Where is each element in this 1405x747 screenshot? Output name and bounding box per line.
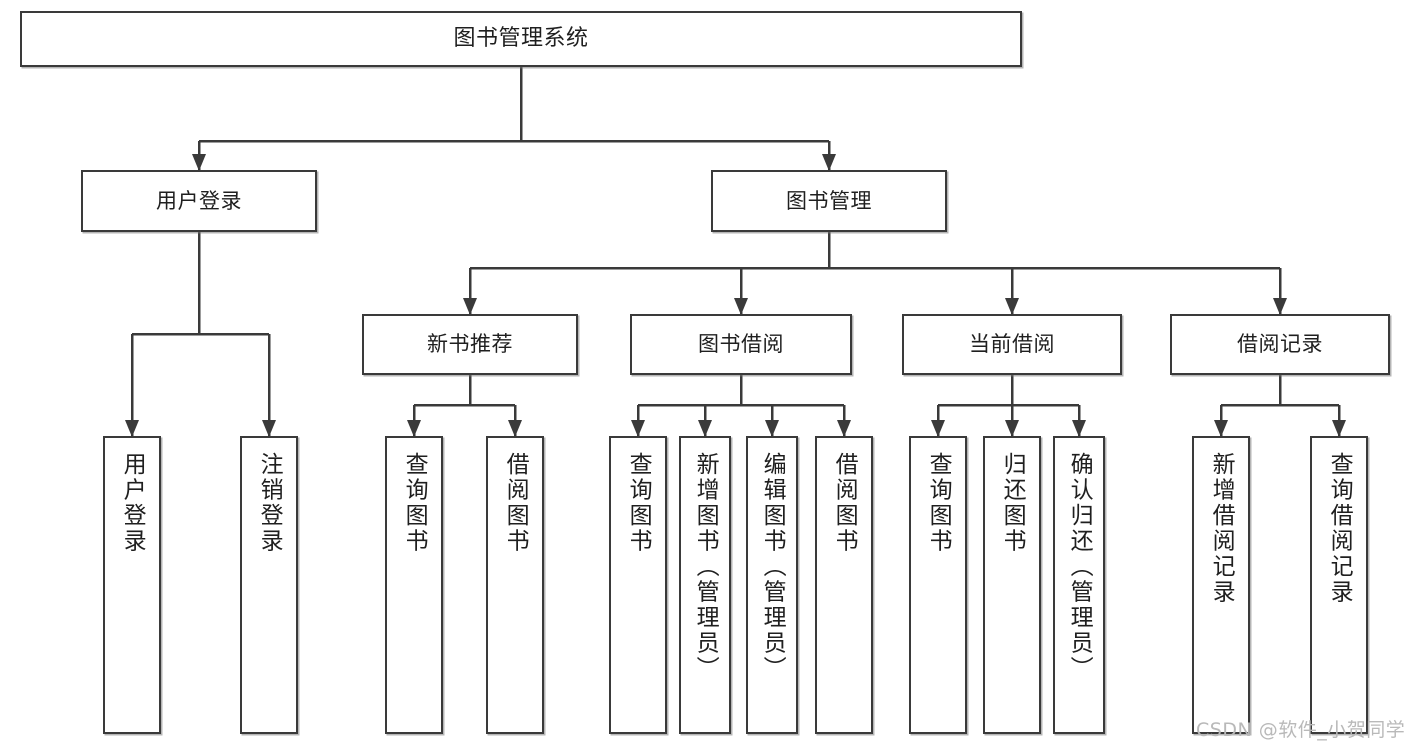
leaf-borrow-book-1-label: 借阅图书 [502, 452, 529, 554]
leaf-query-borrow-record[interactable]: 查询借阅记录 [1310, 436, 1368, 734]
leaf-query-book-3-label: 查询图书 [925, 452, 952, 554]
leaf-borrow-book-2-label: 借阅图书 [831, 452, 858, 554]
node-root-label: 图书管理系统 [453, 25, 589, 51]
node-new-book-recommend[interactable]: 新书推荐 [362, 314, 578, 375]
leaf-user-login[interactable]: 用户登录 [103, 436, 161, 734]
leaf-query-book-1[interactable]: 查询图书 [385, 436, 443, 734]
leaf-add-book[interactable]: 新增图书（管理员） [679, 436, 731, 734]
node-book-borrow-label: 图书借阅 [698, 332, 784, 357]
leaf-query-book-2-label: 查询图书 [625, 452, 652, 554]
watermark: CSDN @软件_小贺同学 [1196, 719, 1405, 741]
node-book-manage-label: 图书管理 [786, 188, 872, 213]
leaf-query-borrow-record-label: 查询借阅记录 [1326, 452, 1353, 605]
leaf-user-logout-label: 注销登录 [256, 452, 283, 554]
node-new-book-recommend-label: 新书推荐 [427, 332, 513, 357]
leaf-user-logout[interactable]: 注销登录 [240, 436, 298, 734]
leaf-query-book-3[interactable]: 查询图书 [909, 436, 967, 734]
leaf-confirm-return[interactable]: 确认归还（管理员） [1053, 436, 1105, 734]
leaf-borrow-book-2[interactable]: 借阅图书 [815, 436, 873, 734]
leaf-edit-book-label: 编辑图书（管理员） [759, 452, 786, 682]
node-user-login-label: 用户登录 [156, 188, 242, 213]
leaf-query-book-2[interactable]: 查询图书 [609, 436, 667, 734]
leaf-confirm-return-label: 确认归还（管理员） [1066, 452, 1093, 682]
leaf-return-book[interactable]: 归还图书 [983, 436, 1041, 734]
leaf-add-borrow-record-label: 新增借阅记录 [1208, 452, 1235, 605]
node-borrow-record-label: 借阅记录 [1237, 332, 1323, 357]
node-book-manage[interactable]: 图书管理 [711, 170, 947, 232]
leaf-query-book-1-label: 查询图书 [401, 452, 428, 554]
node-borrow-record[interactable]: 借阅记录 [1170, 314, 1390, 375]
leaf-user-login-label: 用户登录 [119, 452, 146, 554]
leaf-edit-book[interactable]: 编辑图书（管理员） [746, 436, 798, 734]
node-current-borrow-label: 当前借阅 [969, 332, 1055, 357]
node-user-login[interactable]: 用户登录 [81, 170, 317, 232]
node-book-borrow[interactable]: 图书借阅 [630, 314, 852, 375]
leaf-borrow-book-1[interactable]: 借阅图书 [486, 436, 544, 734]
leaf-return-book-label: 归还图书 [999, 452, 1026, 554]
node-root[interactable]: 图书管理系统 [20, 11, 1022, 67]
leaf-add-book-label: 新增图书（管理员） [692, 452, 719, 682]
leaf-add-borrow-record[interactable]: 新增借阅记录 [1192, 436, 1250, 734]
node-current-borrow[interactable]: 当前借阅 [902, 314, 1122, 375]
